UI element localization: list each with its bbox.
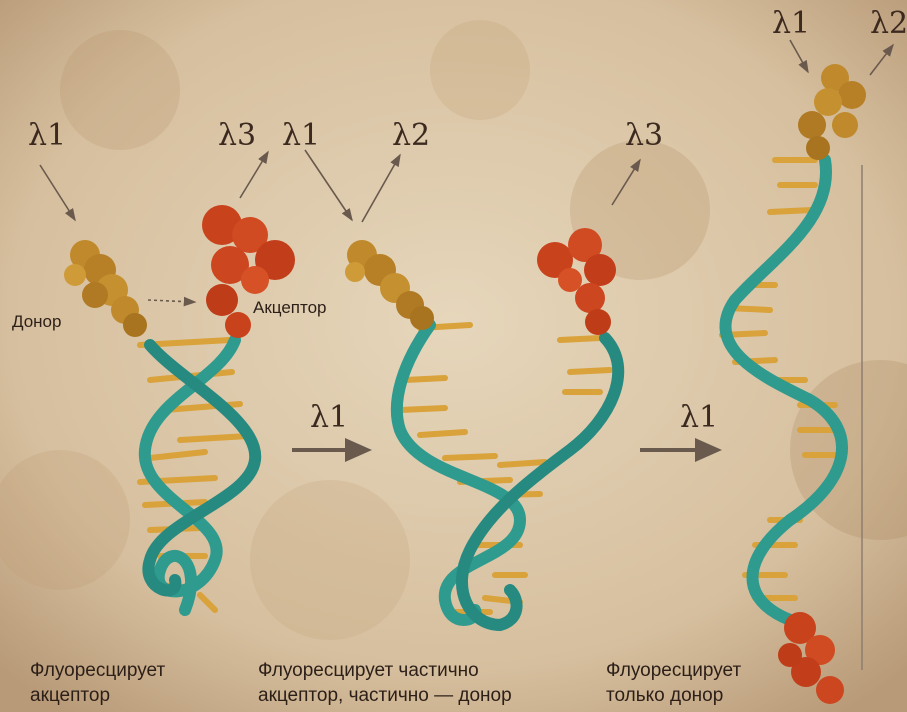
acceptor-label: Акцептор <box>253 298 327 318</box>
caption-2-line2: акцептор, частично — донор <box>258 683 512 708</box>
lambda-label-scene1-1: λ1 <box>28 118 66 153</box>
lambda-label-scene2-1: λ1 <box>282 118 320 153</box>
lambda-label-scene2-2: λ2 <box>392 118 430 153</box>
caption-2-line1: Флуоресцирует частично <box>258 658 512 683</box>
lambda-label-scene1-3: λ3 <box>218 118 256 153</box>
lambda-label-arrow-2: λ1 <box>680 400 718 435</box>
caption-1-line2: акцептор <box>30 683 165 708</box>
caption-1-line1: Флуоресцирует <box>30 658 165 683</box>
caption-3: Флуоресцирует только донор <box>606 658 741 708</box>
donor-label: Донор <box>12 312 61 332</box>
caption-3-line1: Флуоресцирует <box>606 658 741 683</box>
lambda-label-scene3-2: λ2 <box>870 6 907 41</box>
caption-1: Флуоресцирует акцептор <box>30 658 165 708</box>
lambda-label-scene3-1: λ1 <box>772 6 810 41</box>
caption-2: Флуоресцирует частично акцептор, частичн… <box>258 658 512 708</box>
lambda-label-scene2-3: λ3 <box>625 118 663 153</box>
caption-3-line2: только донор <box>606 683 741 708</box>
lambda-label-arrow-1: λ1 <box>310 400 348 435</box>
